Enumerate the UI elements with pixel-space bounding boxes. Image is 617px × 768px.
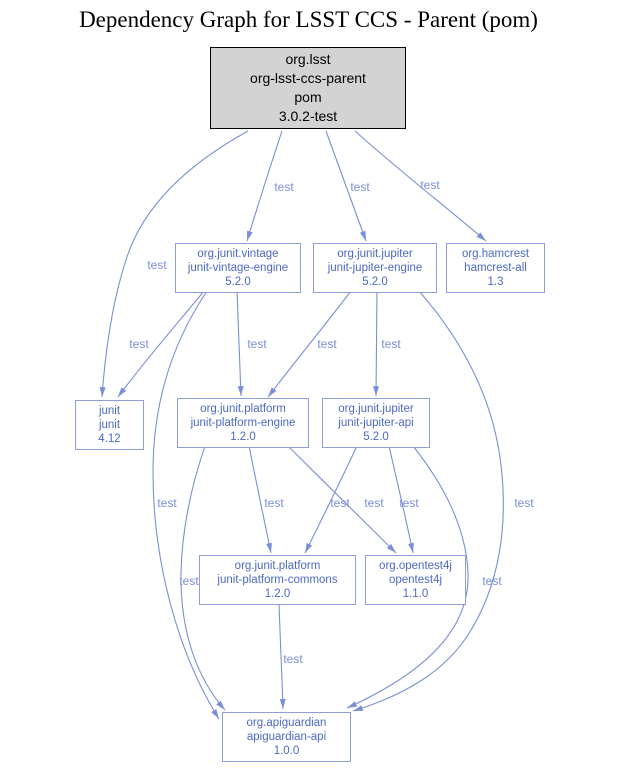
edge-junit-jupiter-engine-to-junit-jupiter-api [373,290,379,397]
node-artifact-id: junit-jupiter-engine [327,262,423,274]
edge-scope-label: test [274,180,294,194]
edge-scope-label: test [399,496,419,510]
edge-junit-platform-commons-to-apiguardian-api [278,601,286,710]
node-version: 1.1.0 [402,588,429,600]
node-artifact-id: opentest4j [388,574,443,586]
node-junit-platform-engine: org.junit.platform junit-platform-engine… [177,398,309,448]
node-artifact-id: org-lsst-ccs-parent [250,70,366,86]
page-title: Dependency Graph for LSST CCS - Parent (… [79,7,538,32]
edge-junit-platform-engine-to-apiguardian-api [180,445,226,711]
node-group-id: org.junit.platform [200,403,286,415]
node-group-id: org.junit.jupiter [337,248,413,260]
edge-scope-label: test [364,496,384,510]
edge-junit-jupiter-engine-to-apiguardian-api [352,290,504,712]
edge-junit-jupiter-api-to-opentest4j [388,445,414,554]
node-group-id: org.junit.vintage [197,248,279,260]
node-group-id: org.opentest4j [379,560,452,572]
edge-junit-vintage-engine-to-apiguardian-api [152,290,220,720]
node-version: 1.0.0 [273,745,300,757]
edge-scope-label: test [179,574,199,588]
node-group-id: org.junit.platform [234,560,321,572]
node-artifact-id: junit [98,419,121,431]
node-version: 4.12 [98,433,121,445]
node-org-lsst-ccs-parent: org.lsst org-lsst-ccs-parent pom 3.0.2-t… [210,47,406,129]
node-junit-jupiter-engine: org.junit.jupiter junit-jupiter-engine 5… [313,243,437,293]
node-opentest4j: org.opentest4j opentest4j 1.1.0 [365,555,466,605]
node-group-id: org.hamcrest [461,248,530,260]
node-version: 5.2.0 [363,431,389,443]
edge-junit-jupiter-api-to-apiguardian-api [346,445,469,709]
edge-scope-label: test [129,337,149,351]
node-group-id: junit [98,405,121,417]
node-apiguardian-api: org.apiguardian apiguardian-api 1.0.0 [222,712,351,762]
edge-scope-label: test [330,496,350,510]
node-junit-vintage-engine: org.junit.vintage junit-vintage-engine 5… [175,243,301,293]
node-version: 3.0.2-test [278,108,338,124]
edge-scope-label: test [147,258,167,272]
edge-scope-label: test [482,574,502,588]
node-artifact-id: apiguardian-api [246,731,327,743]
edge-root-to-junit-jupiter-engine [325,130,367,242]
edge-junit-vintage-engine-to-junit [117,290,205,398]
node-artifact-id: hamcrest-all [464,262,527,274]
edge-root-to-junit-vintage-engine [246,130,283,242]
edge-scope-label: test [381,337,401,351]
edge-scope-label: test [350,180,370,194]
node-junit-platform-commons: org.junit.platform junit-platform-common… [199,555,356,605]
node-junit: junit junit 4.12 [75,400,144,450]
edge-root-to-hamcrest-all [354,130,487,242]
node-version: 5.2.0 [225,276,251,288]
edge-scope-label: test [317,337,337,351]
edge-root-to-junit [99,130,249,398]
edge-scope-label: test [247,337,267,351]
edge-scope-label: test [283,652,303,666]
edge-scope-label: test [420,178,440,192]
node-version: 1.3 [487,276,504,288]
node-group-id: org.lsst [285,51,331,67]
node-version: 1.2.0 [264,588,291,600]
node-junit-jupiter-api: org.junit.jupiter junit-jupiter-api 5.2.… [322,398,430,448]
node-artifact-id: junit-vintage-engine [187,262,289,274]
node-version: 1.2.0 [230,431,256,443]
node-artifact-id: junit-platform-engine [190,417,296,429]
edge-junit-platform-engine-to-opentest4j [287,445,397,554]
node-version: 5.2.0 [362,276,388,288]
edge-junit-platform-engine-to-junit-platform-commons [248,445,272,554]
edge-scope-label: test [514,496,534,510]
edge-junit-jupiter-api-to-junit-platform-commons [304,445,358,554]
edge-junit-vintage-engine-to-junit-platform-engine [236,290,244,397]
edge-junit-jupiter-engine-to-junit-platform-engine [267,290,352,398]
node-artifact-id: junit-jupiter-api [338,417,414,429]
node-group-id: org.apiguardian [246,717,327,729]
node-packaging: pom [294,89,322,105]
node-artifact-id: junit-platform-commons [217,574,338,586]
edge-scope-label: test [157,496,177,510]
node-group-id: org.junit.jupiter [338,403,414,415]
edge-scope-label: test [264,496,284,510]
node-hamcrest-all: org.hamcrest hamcrest-all 1.3 [446,243,545,293]
